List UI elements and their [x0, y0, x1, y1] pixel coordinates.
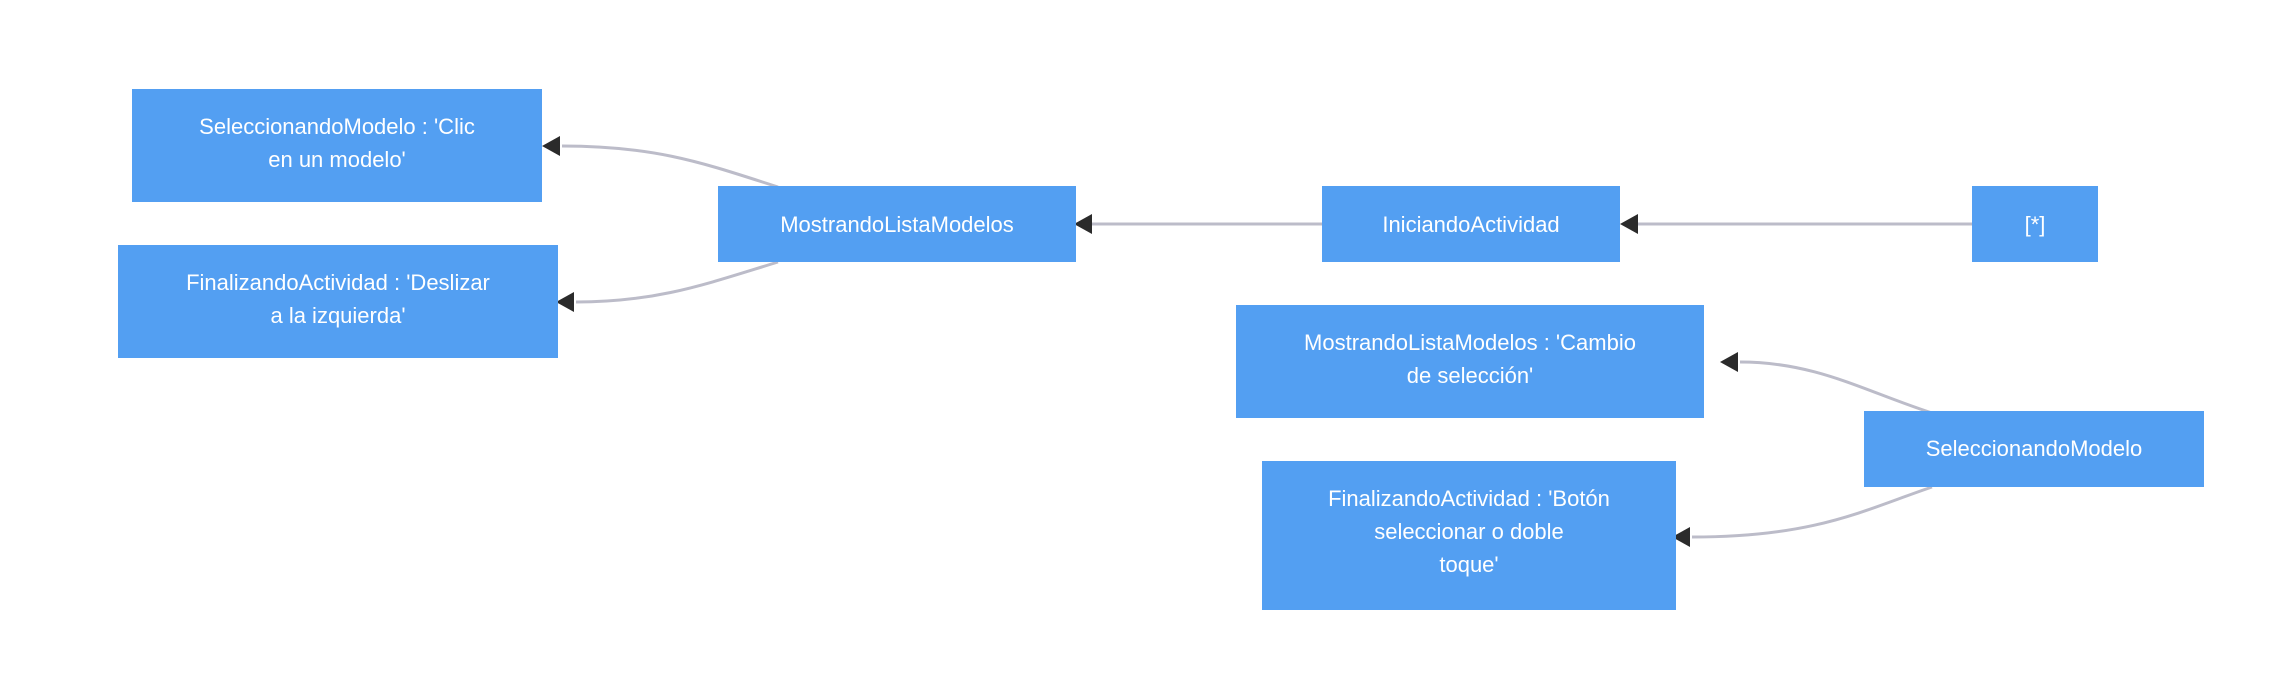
transition-seleccionando-clic: SeleccionandoModelo : 'Clic en un modelo…	[132, 89, 542, 202]
state-start: [*]	[1972, 186, 2098, 262]
state-iniciando-actividad-label: IniciandoActividad	[1382, 212, 1559, 237]
arrowhead-start-to-iniciando	[1620, 214, 1638, 234]
state-seleccionando-modelo-box	[1864, 411, 2204, 487]
transition-finalizando-deslizar-label-line-2: a la izquierda'	[270, 303, 405, 328]
transition-finalizando-deslizar-box	[118, 245, 558, 358]
transition-finalizando-boton-label-line-3: toque'	[1439, 552, 1498, 577]
arrowhead-mostrando-to-sel-clic	[542, 136, 560, 156]
transition-mostrando-cambio-label-line-1: MostrandoListaModelos : 'Cambio	[1304, 330, 1636, 355]
state-mostrando-lista-modelos-label: MostrandoListaModelos	[780, 212, 1014, 237]
state-mostrando-lista-modelos-box	[718, 186, 1076, 262]
state-iniciando-actividad-box	[1322, 186, 1620, 262]
transition-seleccionando-clic-label-line-1: SeleccionandoModelo : 'Clic	[199, 114, 475, 139]
transition-seleccionando-clic-label-line-2: en un modelo'	[268, 147, 406, 172]
transition-finalizando-boton-box	[1262, 461, 1676, 610]
edge-seleccionando-to-fin-boton	[1691, 485, 1933, 539]
transition-mostrando-cambio: MostrandoListaModelos : 'Cambio de selec…	[1236, 305, 1704, 418]
transition-finalizando-boton-label-line-2: seleccionar o doble	[1374, 519, 1564, 544]
transition-finalizando-boton: FinalizandoActividad : 'Botón selecciona…	[1262, 461, 1676, 610]
arrowhead-seleccionando-to-mostrando-cambio	[1720, 352, 1738, 372]
state-seleccionando-modelo: SeleccionandoModelo	[1864, 411, 2204, 487]
edge-seleccionando-to-mostrando-cambio	[1739, 360, 1933, 415]
transition-finalizando-deslizar-label-line-1: FinalizandoActividad : 'Deslizar	[186, 270, 490, 295]
arrowhead-seleccionando-to-fin-boton	[1672, 527, 1690, 547]
state-start-label: [*]	[2025, 212, 2046, 237]
transition-finalizando-boton-label-line-1: FinalizandoActividad : 'Botón	[1328, 486, 1610, 511]
transition-finalizando-deslizar: FinalizandoActividad : 'Deslizar a la iz…	[118, 245, 558, 358]
transition-mostrando-cambio-label-line-2: de selección'	[1407, 363, 1534, 388]
edges	[542, 136, 1982, 547]
arrowhead-mostrando-to-fin-deslizar	[556, 292, 574, 312]
transition-mostrando-cambio-box	[1236, 305, 1704, 418]
state-mostrando-lista-modelos: MostrandoListaModelos	[718, 186, 1076, 262]
state-seleccionando-modelo-label: SeleccionandoModelo	[1926, 436, 2143, 461]
transition-seleccionando-clic-box	[132, 89, 542, 202]
arrowhead-iniciando-to-mostrando	[1074, 214, 1092, 234]
edge-mostrando-to-fin-deslizar	[575, 260, 779, 304]
state-iniciando-actividad: IniciandoActividad	[1322, 186, 1620, 262]
edge-mostrando-to-sel-clic	[561, 144, 779, 189]
state-start-box	[1972, 186, 2098, 262]
